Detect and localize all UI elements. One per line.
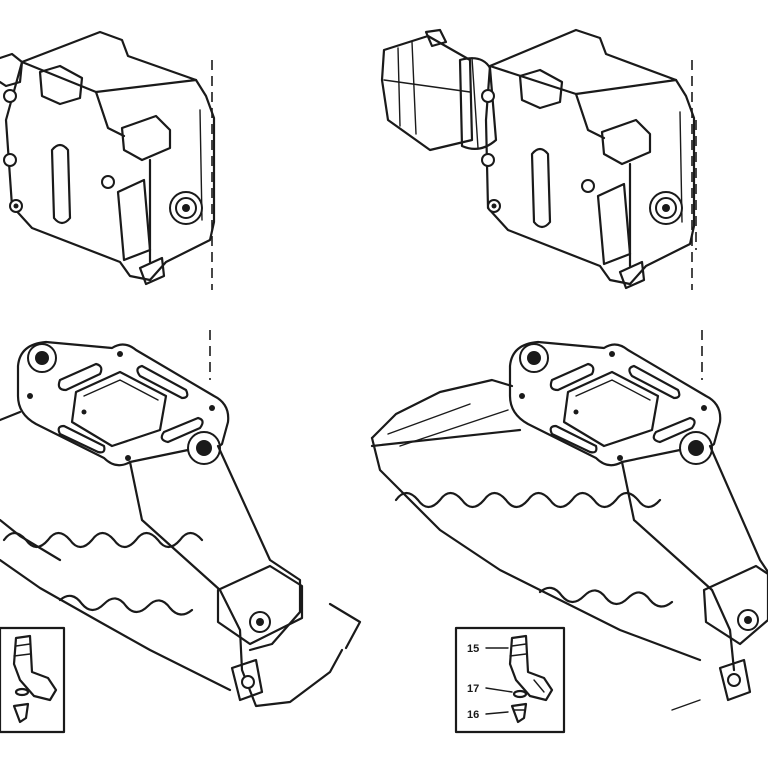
- exhaust-manifold-right: [370, 340, 768, 711]
- fitting-inset-left: [0, 626, 66, 734]
- callout-17: 17: [467, 683, 479, 695]
- exhaust-manifold-left: [0, 340, 362, 708]
- fitting-inset-right: 15 17 16: [454, 626, 566, 734]
- exhaust-elbow-right: [380, 28, 696, 290]
- callout-16: 16: [467, 709, 479, 721]
- exhaust-elbow-left: [0, 30, 216, 286]
- callout-15: 15: [467, 643, 479, 655]
